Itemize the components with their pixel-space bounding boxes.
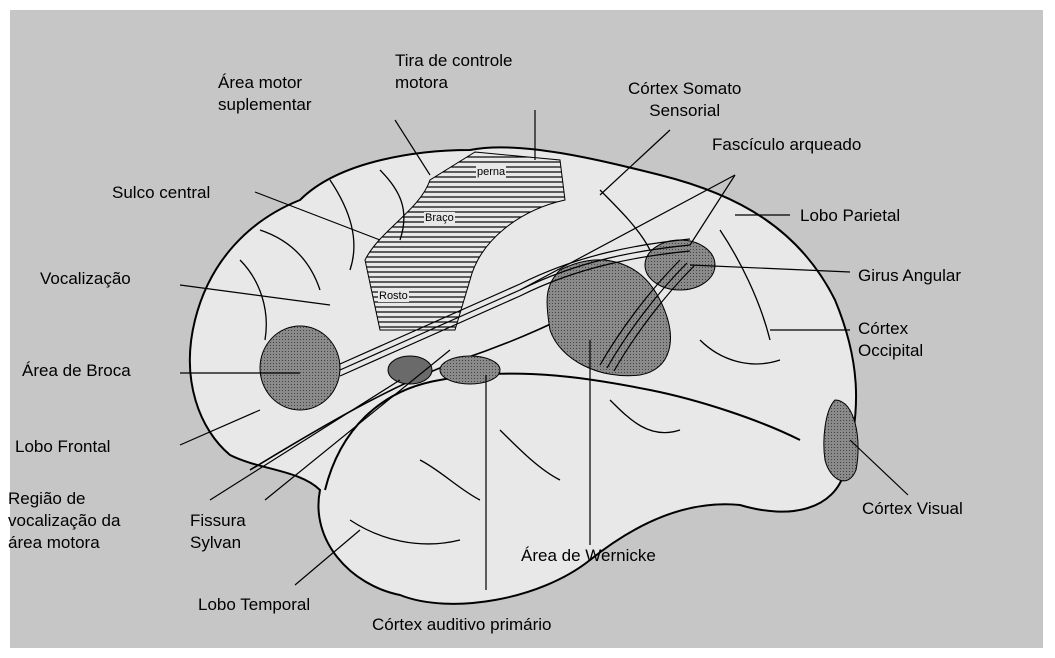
- label-tira-1: Tira de controle: [395, 51, 513, 70]
- label-fasciculo-arqueado: Fascículo arqueado: [712, 135, 862, 154]
- wernicke-region: [546, 259, 671, 377]
- label-cortex-auditivo: Córtex auditivo primário: [372, 615, 552, 634]
- leader-lines: [179, 110, 909, 590]
- label-area-motor-suplementar-1: Área motor: [218, 73, 303, 92]
- broca-region: [259, 325, 341, 411]
- label-cortex-visual: Córtex Visual: [862, 499, 963, 518]
- label-area-broca: Área de Broca: [22, 361, 131, 380]
- label-fissura-1: Fissura: [190, 511, 246, 530]
- label-cortex-somato-sensorial: Córtex Somato Sensorial: [628, 78, 741, 122]
- label-occipital-2: Occipital: [858, 341, 924, 360]
- label-sulco-central: Sulco central: [112, 183, 211, 202]
- visual-cortex-region: [823, 399, 859, 482]
- label-somato-2: Sensorial: [649, 101, 721, 120]
- temporal-lobe-outline: [324, 372, 801, 491]
- label-area-wernicke: Área de Wernicke: [521, 546, 656, 565]
- angular-gyrus-region: [644, 239, 716, 291]
- label-girus-angular: Girus Angular: [858, 266, 961, 285]
- label-lobo-parietal: Lobo Parietal: [800, 206, 901, 225]
- label-area-motor-suplementar: Área motor suplementar: [218, 72, 312, 116]
- label-fissura-sylvan: Fissura Sylvan: [190, 510, 246, 554]
- label-fissura-2: Sylvan: [190, 533, 242, 552]
- vocalization-region: [387, 355, 433, 385]
- strip-label-perna: perna: [476, 166, 507, 178]
- label-area-motor-suplementar-2: suplementar: [218, 95, 312, 114]
- label-occipital-1: Córtex: [858, 319, 909, 338]
- label-lobo-frontal: Lobo Frontal: [15, 437, 111, 456]
- auditory-cortex-region: [439, 355, 501, 385]
- label-tira-2: motora: [395, 73, 448, 92]
- label-lobo-temporal: Lobo Temporal: [198, 595, 311, 614]
- label-regiao-3: área motora: [8, 533, 100, 552]
- label-vocalizacao: Vocalização: [40, 269, 131, 288]
- label-regiao-vocalizacao: Região de vocalização da área motora: [8, 488, 120, 554]
- label-regiao-1: Região de: [8, 489, 86, 508]
- label-tira-controle-motora: Tira de controle motora: [395, 50, 512, 94]
- strip-label-rosto: Rosto: [378, 290, 409, 302]
- label-somato-1: Córtex Somato: [628, 79, 742, 98]
- strip-label-braco: Braço: [424, 212, 455, 224]
- label-cortex-occipital: Córtex Occipital: [858, 318, 923, 362]
- motor-strip: [364, 151, 566, 331]
- label-regiao-2: vocalização da: [8, 511, 121, 530]
